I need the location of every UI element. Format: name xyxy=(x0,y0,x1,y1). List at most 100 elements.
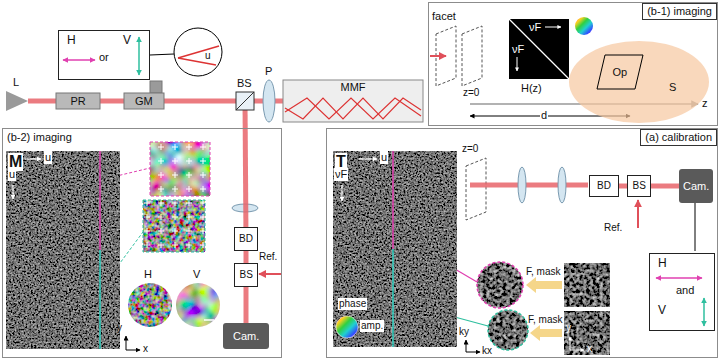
component-label: BS xyxy=(633,180,646,192)
annotation-label: facet xyxy=(432,10,456,23)
annotation-label: phase xyxy=(338,298,367,310)
annotation-label: Ref. xyxy=(604,222,622,234)
annotation-label: F, mask xyxy=(528,314,562,326)
illustration-polygon xyxy=(597,55,643,89)
sample-shape xyxy=(569,41,709,123)
axis xyxy=(466,340,467,352)
beam-path xyxy=(244,287,249,323)
leader-line xyxy=(695,203,696,251)
axis xyxy=(126,350,140,351)
component-label: GM xyxy=(135,95,153,108)
beam-splitter-shape xyxy=(236,92,254,110)
illustration-path xyxy=(285,98,421,119)
direction-arrow xyxy=(656,277,702,279)
direction-arrow xyxy=(545,27,561,28)
beam-path xyxy=(275,99,283,104)
field-image xyxy=(176,283,220,327)
mask-outline xyxy=(488,310,528,350)
field-image xyxy=(128,283,172,327)
polarization-rotator: PR xyxy=(56,93,100,109)
illustration-rect xyxy=(679,169,713,203)
field-inset xyxy=(150,142,210,196)
annotation-label: u xyxy=(205,50,211,62)
component-label: (b-1) imaging xyxy=(642,3,717,20)
facet-zoom xyxy=(174,28,222,76)
laser-source-shape xyxy=(6,91,28,111)
component-label: L xyxy=(13,76,19,89)
annotation-label: x xyxy=(587,343,592,355)
illustration-g xyxy=(488,310,528,350)
annotation-label: z xyxy=(702,97,708,110)
object-plane: Op xyxy=(597,55,643,89)
camera-image xyxy=(564,263,610,307)
illustration-line xyxy=(99,250,101,349)
annotation-label: F, mask xyxy=(526,266,560,278)
component-label: PR xyxy=(71,95,86,108)
beam-splitter: BS xyxy=(236,92,254,110)
component-label: Op xyxy=(613,66,628,79)
axis xyxy=(570,337,571,350)
beam-splitter: BS xyxy=(627,175,651,197)
direction-arrow xyxy=(341,185,342,201)
annotation-label: V xyxy=(193,268,200,281)
component-label: P xyxy=(265,65,272,78)
annotation-label: y xyxy=(117,322,122,334)
annotation-label: x xyxy=(143,343,148,355)
field-inset xyxy=(150,142,210,196)
transmission-matrix-shape xyxy=(333,151,457,347)
multimode-fiber: MMF xyxy=(283,80,423,122)
beam-path xyxy=(28,99,56,104)
annotation-label: kx xyxy=(482,345,492,357)
polarization-box: HandV xyxy=(649,253,715,331)
illustration-line xyxy=(99,151,101,250)
speckle-image xyxy=(488,310,528,350)
component-label: H xyxy=(67,34,76,48)
component-label: BD xyxy=(597,180,611,192)
component-label: Cam. xyxy=(233,330,259,343)
annotation-label: y xyxy=(566,322,571,334)
illustration-polygon xyxy=(6,91,28,111)
transmission-matrix: νFνFH(z) xyxy=(509,19,569,79)
illustration-ellipse xyxy=(569,41,709,123)
direction-arrow xyxy=(703,298,705,326)
component-label: (a) calibration xyxy=(640,129,717,146)
illustration-line xyxy=(509,19,569,79)
imaging-panel: (b-1) imaging νFνFH(z) S Op xyxy=(428,2,718,126)
component-label: S xyxy=(669,81,676,94)
beam-path xyxy=(619,184,627,189)
annotation-label: z=0 xyxy=(462,143,478,155)
lens xyxy=(558,167,566,203)
measured-matrix: M xyxy=(6,151,120,349)
scale-bar xyxy=(204,319,214,321)
illustration-rect xyxy=(509,19,569,79)
illustration-g xyxy=(128,283,172,327)
annotation-label: H xyxy=(144,268,152,281)
axis xyxy=(126,336,127,350)
annotation-label: Ref. xyxy=(259,251,277,263)
annotation-label: νF xyxy=(334,168,348,181)
illustration-line xyxy=(392,151,394,249)
illustration-rect xyxy=(283,80,423,122)
beam-path xyxy=(254,99,263,104)
illustration-g xyxy=(176,283,220,327)
beam-displacer: BD xyxy=(234,227,258,251)
direction-arrow xyxy=(138,37,140,75)
illustration-path xyxy=(285,98,421,119)
illustration-rect xyxy=(223,323,269,349)
beam xyxy=(470,183,588,188)
component-text: H(z) xyxy=(521,82,542,95)
illustration-ellipse xyxy=(263,80,275,122)
laser-source: L xyxy=(6,91,28,111)
illustration-line xyxy=(392,249,394,347)
direction-arrow xyxy=(12,185,13,199)
beam-path xyxy=(651,184,679,189)
component-text: and xyxy=(676,284,694,297)
direction-arrow xyxy=(359,158,377,159)
component-text: V xyxy=(658,304,666,318)
component-text: or xyxy=(99,51,109,64)
transform-arrow xyxy=(530,325,562,341)
sample: S Op xyxy=(569,41,709,123)
beam-displacer: BD xyxy=(589,175,619,197)
direction-arrow xyxy=(25,158,41,159)
